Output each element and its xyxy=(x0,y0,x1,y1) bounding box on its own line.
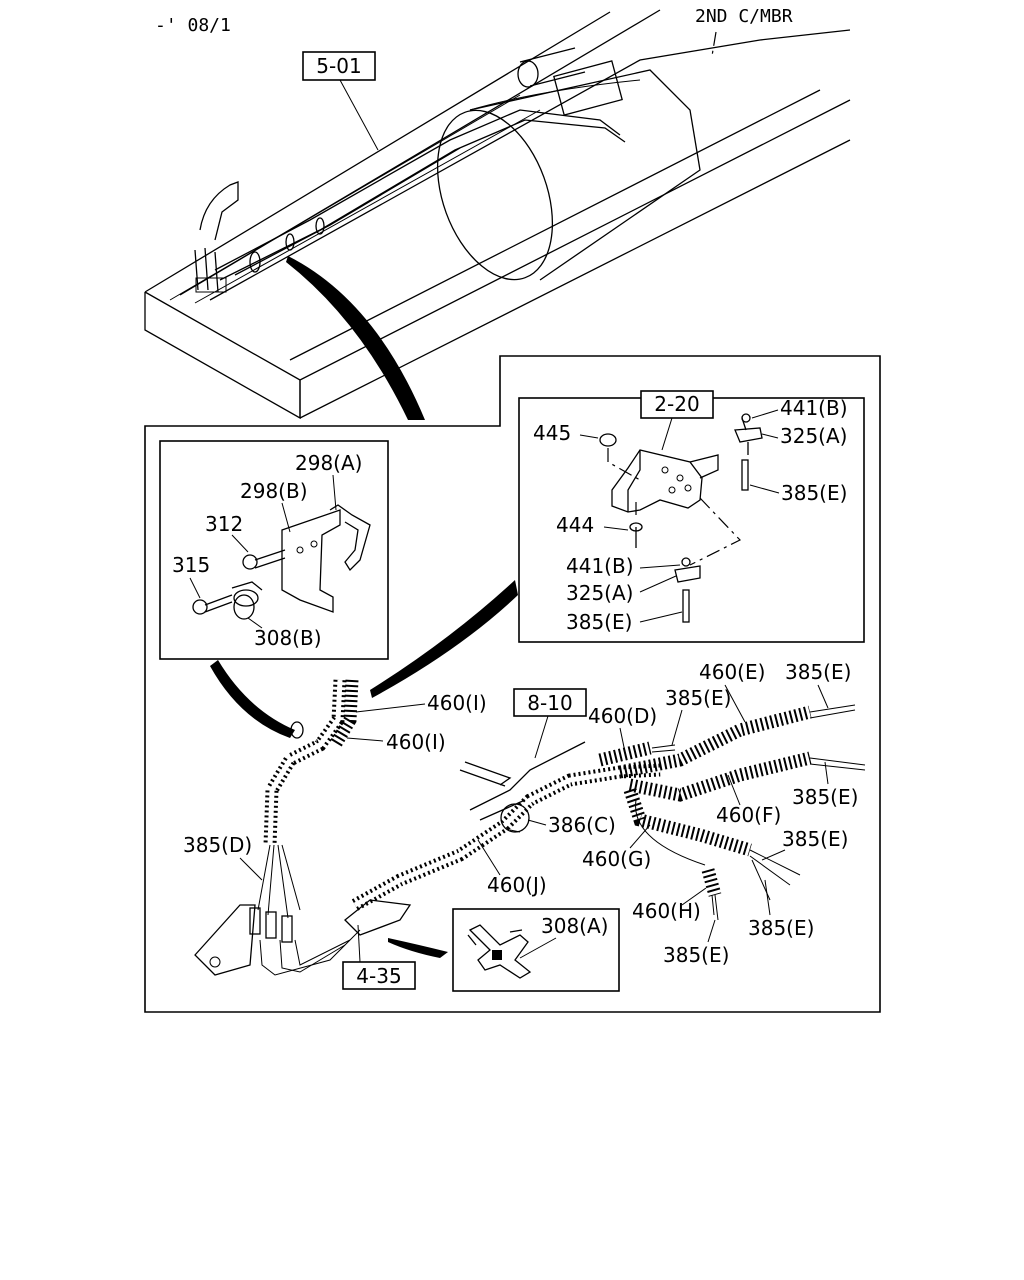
label-460g: 460(G) xyxy=(582,847,651,871)
label-460j: 460(J) xyxy=(487,873,547,897)
label-315: 315 xyxy=(172,553,210,577)
label-312: 312 xyxy=(205,512,243,536)
chassis-frame xyxy=(144,9,851,420)
ref-box-8-10 xyxy=(513,688,587,717)
label-385e-f: 385(E) xyxy=(792,785,858,809)
clip-308a-illustration xyxy=(467,924,532,979)
label-325a-low: 325(A) xyxy=(566,581,633,605)
label-460d: 460(D) xyxy=(588,704,657,728)
ref-box-4-35 xyxy=(342,961,416,990)
detail-frame xyxy=(144,355,881,1013)
date-code: -' 08/1 xyxy=(155,15,231,36)
label-460e: 460(E) xyxy=(699,660,765,684)
wiring-harness xyxy=(194,679,866,976)
label-441b-top: 441(B) xyxy=(780,396,848,420)
label-308a: 308(A) xyxy=(541,914,608,938)
label-385e-g: 385(E) xyxy=(782,827,848,851)
ref-box-2-20 xyxy=(640,390,714,419)
label-325a-top: 325(A) xyxy=(780,424,847,448)
label-385d: 385(D) xyxy=(183,833,252,857)
label-441b-low: 441(B) xyxy=(566,554,634,578)
detail-arrow-top xyxy=(286,256,425,420)
label-298b: 298(B) xyxy=(240,479,308,503)
detail-arrow-left xyxy=(210,660,295,738)
label-298a: 298(A) xyxy=(295,451,362,475)
label-445: 445 xyxy=(533,421,571,445)
member-label: 2ND C/MBR xyxy=(695,6,793,27)
detail-arrow-right xyxy=(370,580,518,698)
label-460h: 460(H) xyxy=(632,899,701,923)
ref-8-10: 8-10 xyxy=(527,691,572,715)
ref-5-01: 5-01 xyxy=(316,54,361,78)
label-460i-2: 460(I) xyxy=(386,730,446,754)
ref-2-20: 2-20 xyxy=(654,392,699,416)
detail-arrow-bottom xyxy=(388,938,448,958)
inset-left xyxy=(159,440,389,660)
label-460i-1: 460(I) xyxy=(427,691,487,715)
label-385e-bracket: 385(E) xyxy=(781,481,847,505)
ref-box-5-01 xyxy=(302,51,376,81)
label-386c: 386(C) xyxy=(548,813,616,837)
label-385e-d: 385(E) xyxy=(665,686,731,710)
label-385e-h2: 385(E) xyxy=(663,943,729,967)
ref-4-35: 4-35 xyxy=(356,964,401,988)
inset-308a xyxy=(452,908,620,992)
label-460f: 460(F) xyxy=(716,803,781,827)
label-385e-h1: 385(E) xyxy=(748,916,814,940)
label-385e-e: 385(E) xyxy=(785,660,851,684)
bracket-2-20-illustration xyxy=(599,413,763,623)
label-444: 444 xyxy=(556,513,594,537)
label-308b: 308(B) xyxy=(254,626,322,650)
inset-right xyxy=(518,397,865,643)
bracket-298-illustration xyxy=(192,504,371,620)
label-385e-low: 385(E) xyxy=(566,610,632,634)
